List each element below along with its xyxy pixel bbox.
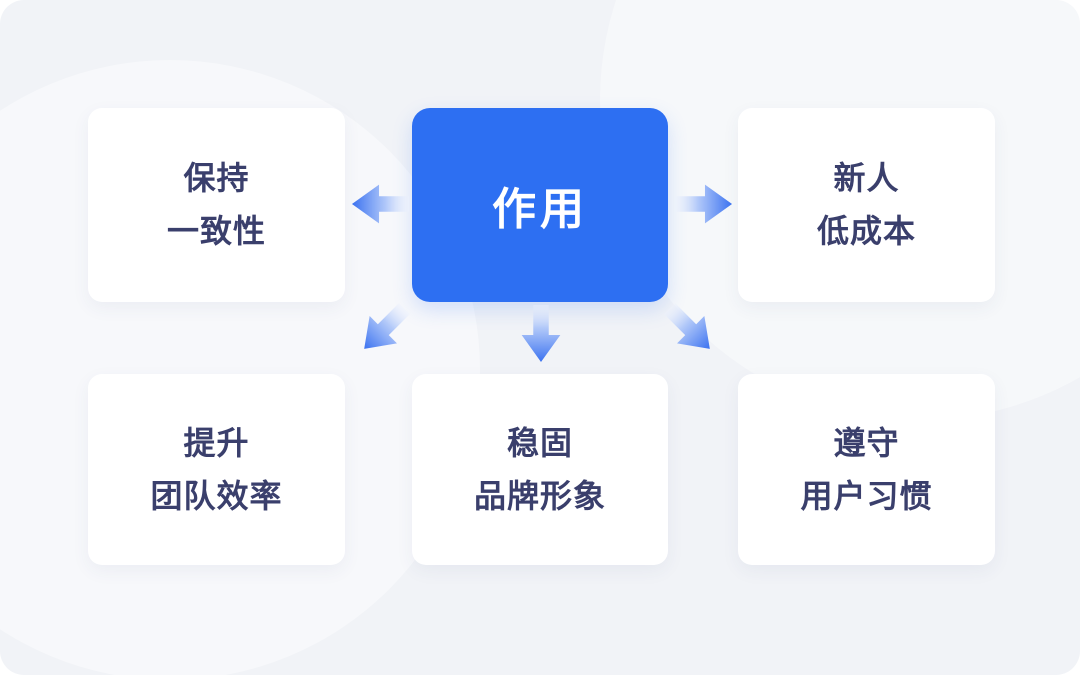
node-label-line: 稳固 — [506, 423, 573, 462]
arrow-down-right-icon — [653, 292, 727, 366]
node-top-left: 保持 一致性 — [88, 108, 345, 302]
node-label-line: 保持 — [183, 159, 250, 198]
node-label-line: 低成本 — [816, 212, 916, 250]
node-bottom-center: 稳固 品牌形象 — [412, 374, 668, 565]
node-top-right: 新人 低成本 — [738, 108, 995, 302]
node-label-line: 团队效率 — [150, 476, 283, 515]
node-label-line: 遵守 — [833, 423, 900, 462]
node-label-line: 品牌形象 — [473, 476, 606, 515]
node-bottom-left: 提升 团队效率 — [88, 374, 345, 565]
node-label-line: 用户习惯 — [800, 476, 933, 515]
center-node-label: 作用 — [492, 184, 588, 235]
center-node: 作用 — [412, 108, 668, 302]
node-label-line: 新人 — [833, 159, 900, 198]
node-bottom-right: 遵守 用户习惯 — [738, 374, 995, 565]
node-label-line: 提升 — [183, 423, 250, 462]
arrow-down-left-icon — [347, 292, 421, 366]
arrow-down-icon — [518, 305, 564, 363]
node-label-line: 一致性 — [166, 212, 266, 250]
arrow-right-icon — [675, 181, 733, 227]
arrow-left-icon — [351, 181, 409, 227]
